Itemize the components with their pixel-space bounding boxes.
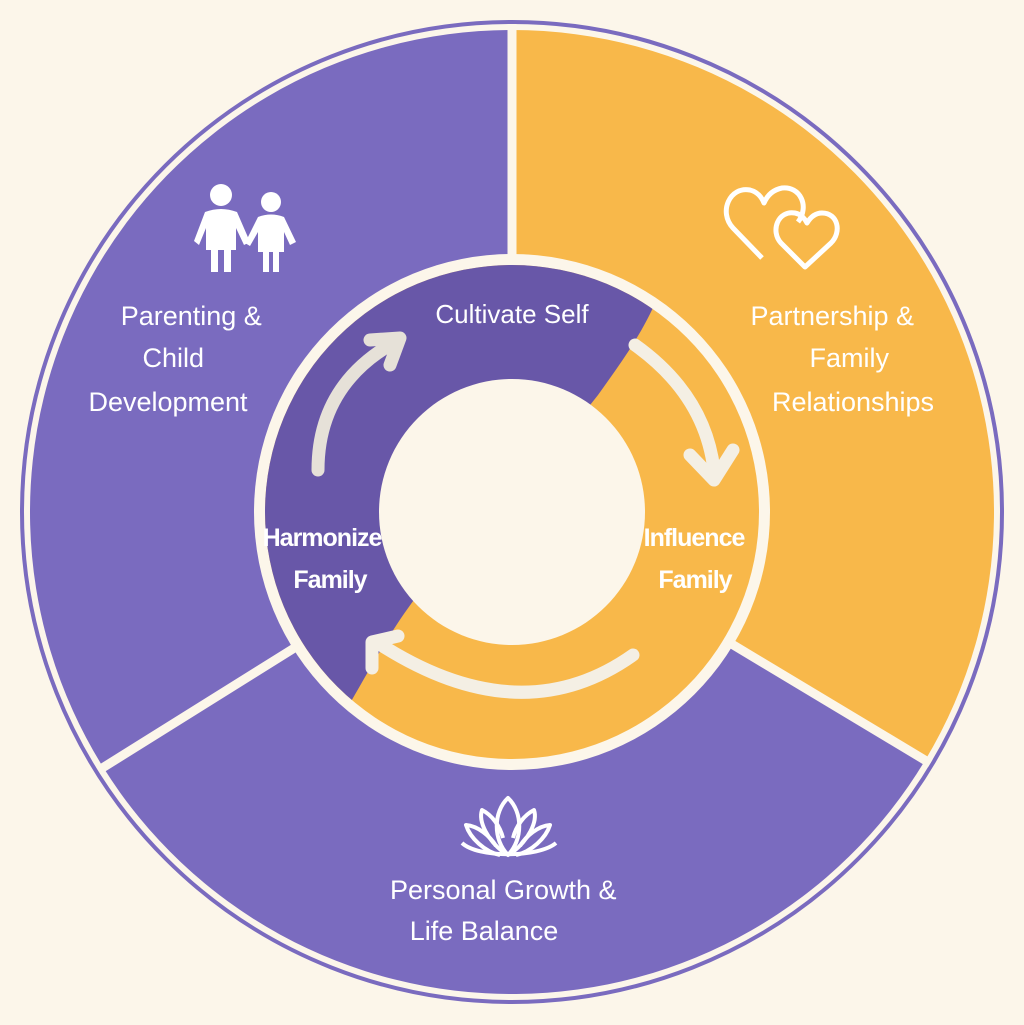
arrow-harmonize-to-cultivate [311, 331, 407, 477]
parent-child-icon [194, 184, 296, 272]
cultivate-self-label: Cultivate Self [435, 299, 589, 329]
influence-family-label: Influence Family [644, 524, 751, 594]
arrow-cultivate-to-influence [628, 338, 740, 487]
partnership-label: Partnership & Family Relationships [750, 301, 934, 417]
outer-border [20, 20, 1004, 1004]
lotus-icon [460, 796, 558, 857]
parenting-label: Parenting & Child Development [88, 301, 269, 417]
two-hearts-icon [723, 185, 840, 270]
arrow-influence-to-harmonize [365, 629, 640, 699]
harmonize-family-label: Harmonize Family [263, 524, 388, 594]
personal-growth-label: Personal Growth & Life Balance [390, 875, 624, 946]
center-hole [379, 379, 645, 645]
